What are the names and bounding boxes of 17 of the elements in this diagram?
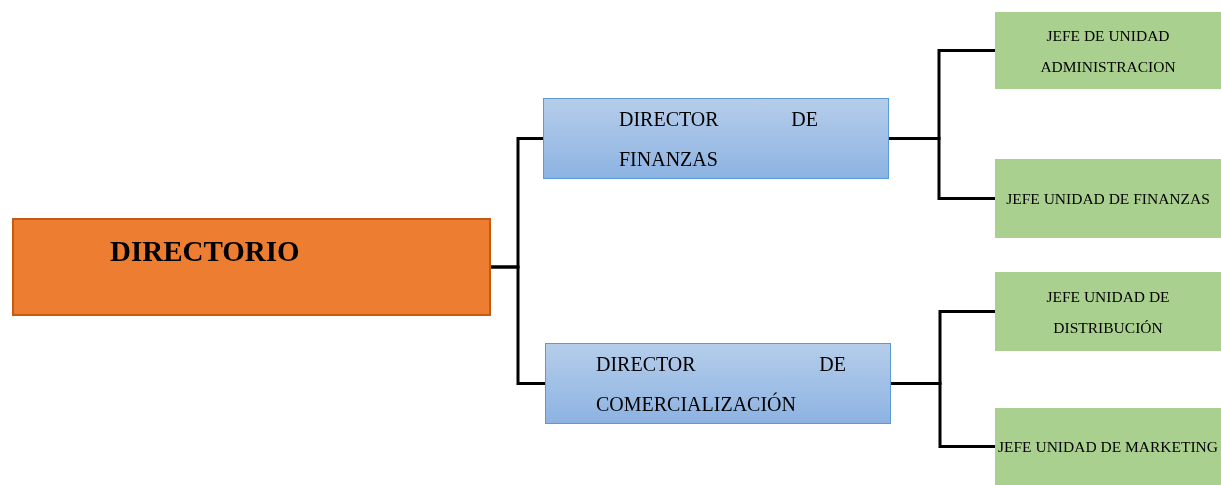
- box-label: JEFE DE UNIDAD ADMINISTRACION: [1039, 25, 1177, 77]
- box-label: DIRECTORIO: [109, 234, 300, 268]
- director-box: [545, 343, 891, 424]
- box-label: DIRECTOR DE FINANZAS: [619, 106, 818, 172]
- unit-box: [995, 272, 1221, 351]
- root-box: [12, 218, 491, 316]
- box-label: JEFE UNIDAD DE MARKETING: [998, 437, 1218, 457]
- box-label: JEFE UNIDAD DE DISTRIBUCIÓN: [1045, 286, 1171, 338]
- box-label: JEFE UNIDAD DE FINANZAS: [1006, 189, 1210, 209]
- unit-box: [995, 408, 1221, 485]
- director-box: [543, 98, 889, 179]
- connector-line: [889, 137, 995, 200]
- connector-line: [491, 265, 545, 385]
- box-label: DIRECTOR DE COMERCIALIZACIÓN: [596, 351, 846, 417]
- unit-box: [995, 159, 1221, 238]
- unit-box: [995, 12, 1221, 89]
- connector-line: [891, 382, 995, 448]
